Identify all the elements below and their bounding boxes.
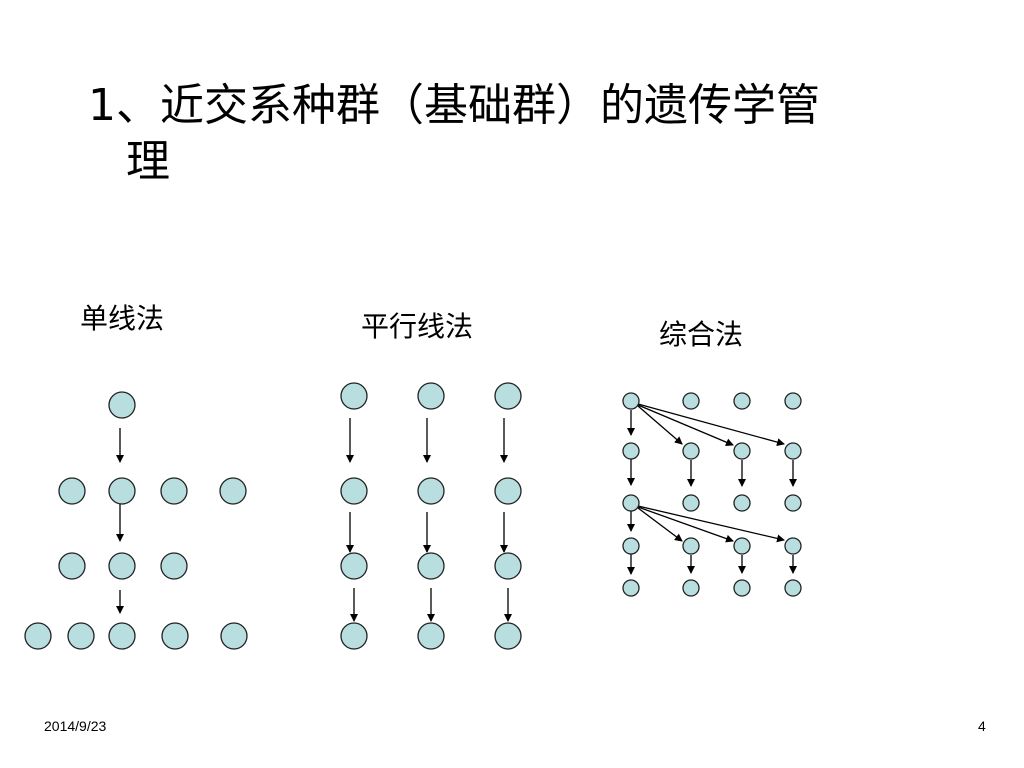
combined-row3-node-3: [733, 494, 751, 512]
combined-fan2-arrow-1: [637, 507, 683, 542]
parallel-line2-gen1-node: [417, 382, 445, 410]
combined-row4-node-2: [682, 537, 700, 555]
combined-fan1-arrow-2: [637, 404, 734, 446]
parallel-line1-gen4-node: [340, 622, 368, 650]
single-gen2-node-1: [58, 477, 86, 505]
footer-date: 2014/9/23: [44, 718, 107, 734]
footer-page-number: 4: [978, 718, 986, 734]
combined-fan2-arrow-3: [637, 505, 785, 543]
combined-row3-node-1: [622, 494, 640, 512]
combined-fan2-arrow-2: [637, 506, 734, 543]
combined-row3-node-2: [682, 494, 700, 512]
combined-row4-node-4: [784, 537, 802, 555]
single-gen4-node-3: [108, 622, 136, 650]
single-gen4-node-4: [161, 622, 189, 650]
single-gen4-node-2: [67, 622, 95, 650]
single-gen3-node-2: [108, 552, 136, 580]
combined-fan1-arrow-1: [637, 405, 683, 445]
parallel-line3-gen2-node: [494, 477, 522, 505]
combined-row5-node-1: [622, 579, 640, 597]
combined-row4-node-1: [622, 537, 640, 555]
single-gen3-node-3: [160, 552, 188, 580]
single-gen2-node-2: [108, 477, 136, 505]
combined-row2-node-4: [784, 442, 802, 460]
single-gen1-node: [108, 391, 136, 419]
single-gen4-node-1: [24, 622, 52, 650]
combined-row1-node-1: [622, 392, 640, 410]
combined-row1-node-4: [784, 392, 802, 410]
combined-row2-node-1: [622, 442, 640, 460]
combined-row1-node-2: [682, 392, 700, 410]
parallel-line2-gen2-node: [417, 477, 445, 505]
single-gen4-node-5: [220, 622, 248, 650]
combined-row3-node-4: [784, 494, 802, 512]
single-gen2-node-4: [219, 477, 247, 505]
slide-title: 1、近交系种群（基础群）的遗传学管 理: [88, 78, 948, 190]
title-line-1: 1、近交系种群（基础群）的遗传学管: [88, 80, 820, 131]
parallel-line3-gen3-node: [494, 552, 522, 580]
parallel-line2-gen4-node: [417, 622, 445, 650]
combined-fan1-arrow-3: [637, 403, 785, 447]
combined-method-label: 综合法: [659, 318, 744, 351]
combined-row4-node-3: [733, 537, 751, 555]
parallel-line-method-label: 平行线法: [361, 310, 474, 343]
parallel-line2-gen3-node: [417, 552, 445, 580]
combined-row5-node-4: [784, 579, 802, 597]
title-line-2: 理: [126, 136, 170, 187]
combined-row2-node-3: [733, 442, 751, 460]
combined-row5-node-3: [733, 579, 751, 597]
combined-row5-node-2: [682, 579, 700, 597]
combined-row1-node-3: [733, 392, 751, 410]
parallel-line1-gen1-node: [340, 382, 368, 410]
single-gen3-node-1: [58, 552, 86, 580]
parallel-line3-gen1-node: [494, 382, 522, 410]
single-gen2-node-3: [160, 477, 188, 505]
parallel-line1-gen3-node: [340, 552, 368, 580]
single-line-method-label: 单线法: [80, 302, 165, 335]
combined-row2-node-2: [682, 442, 700, 460]
parallel-line1-gen2-node: [340, 477, 368, 505]
parallel-line3-gen4-node: [494, 622, 522, 650]
